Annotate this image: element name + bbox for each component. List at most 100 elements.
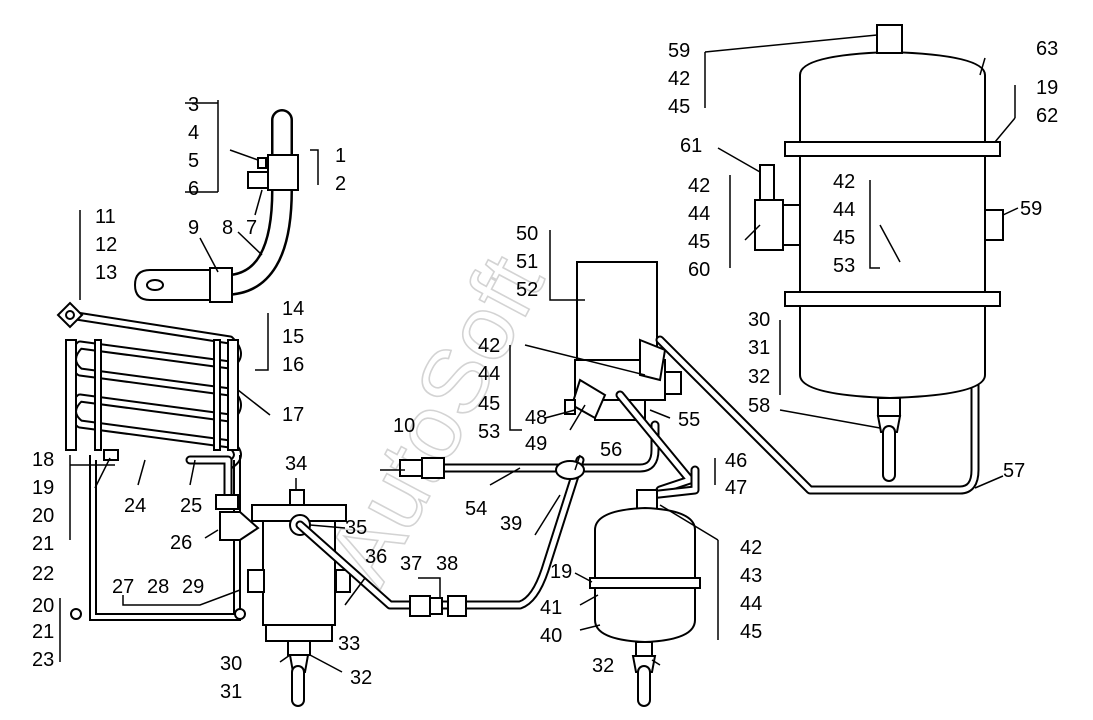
label-33: 33 xyxy=(338,633,360,655)
label-8: 8 xyxy=(222,217,233,239)
main-tank-body xyxy=(799,50,986,400)
label-54: 54 xyxy=(465,498,487,520)
label-32: 32 xyxy=(350,667,372,689)
label-60: 60 xyxy=(688,259,710,281)
label-10: 10 xyxy=(393,415,415,437)
elbow-fitting xyxy=(219,511,260,541)
label-42-top: 42 xyxy=(668,68,690,90)
label-35: 35 xyxy=(345,517,367,539)
label-42-tank: 42 xyxy=(833,171,855,193)
label-51: 51 xyxy=(516,251,538,273)
label-3: 3 xyxy=(188,94,199,116)
auxiliary-tank-body xyxy=(594,506,696,644)
auxiliary-tank xyxy=(589,506,701,707)
label-23: 23 xyxy=(32,649,54,671)
label-44-tank: 44 xyxy=(833,199,855,221)
label-29: 29 xyxy=(182,576,204,598)
label-19-top-right: 19 xyxy=(1036,77,1058,99)
label-31: 31 xyxy=(220,681,242,703)
pipe-union-38 xyxy=(447,595,467,617)
label-63: 63 xyxy=(1036,38,1058,60)
intake-pipe-assembly xyxy=(133,109,299,303)
label-39: 39 xyxy=(500,513,522,535)
label-25: 25 xyxy=(180,495,202,517)
label-12: 12 xyxy=(95,234,117,256)
label-30: 30 xyxy=(220,653,242,675)
part-labels: 1 2 3 4 5 6 7 8 9 10 11 12 13 14 15 16 1… xyxy=(32,38,1058,703)
label-58: 58 xyxy=(748,395,770,417)
label-42-valve: 42 xyxy=(688,175,710,197)
label-62: 62 xyxy=(1036,105,1058,127)
pipe-union-37 xyxy=(409,595,431,617)
label-45-top: 45 xyxy=(668,96,690,118)
lower-tank-strap xyxy=(784,291,1001,307)
label-61: 61 xyxy=(680,135,702,157)
label-53-tank: 53 xyxy=(833,255,855,277)
label-15: 15 xyxy=(282,326,304,348)
label-16: 16 xyxy=(282,354,304,376)
label-41: 41 xyxy=(540,597,562,619)
label-45: 45 xyxy=(478,393,500,415)
tank-side-plug xyxy=(984,209,1004,241)
label-45-aux: 45 xyxy=(740,621,762,643)
hose-end xyxy=(133,269,211,301)
label-4: 4 xyxy=(188,122,199,144)
label-2: 2 xyxy=(335,173,346,195)
label-55: 55 xyxy=(678,409,700,431)
label-26: 26 xyxy=(170,532,192,554)
label-30-main-tank: 30 xyxy=(748,309,770,331)
label-21-bottom: 21 xyxy=(32,621,54,643)
label-38: 38 xyxy=(436,553,458,575)
label-28: 28 xyxy=(147,576,169,598)
main-air-tank xyxy=(754,24,1004,482)
label-59: 59 xyxy=(668,40,690,62)
cooling-coil xyxy=(56,301,242,470)
label-47: 47 xyxy=(725,477,747,499)
label-7: 7 xyxy=(246,217,257,239)
label-20: 20 xyxy=(32,505,54,527)
leader-lines xyxy=(59,34,1019,673)
label-34: 34 xyxy=(285,453,307,475)
label-42-aux: 42 xyxy=(740,537,762,559)
label-56: 56 xyxy=(600,439,622,461)
label-49: 49 xyxy=(525,433,547,455)
label-44-aux: 44 xyxy=(740,593,762,615)
label-27: 27 xyxy=(112,576,134,598)
fitting-10 xyxy=(399,459,423,477)
label-21: 21 xyxy=(32,533,54,555)
label-52: 52 xyxy=(516,279,538,301)
label-53: 53 xyxy=(478,421,500,443)
label-45-valve: 45 xyxy=(688,231,710,253)
label-50: 50 xyxy=(516,223,538,245)
label-32-main-tank: 32 xyxy=(748,366,770,388)
label-19: 19 xyxy=(32,477,54,499)
label-20-bottom: 20 xyxy=(32,595,54,617)
label-19-aux-tank: 19 xyxy=(550,561,572,583)
label-44: 44 xyxy=(478,363,500,385)
label-14: 14 xyxy=(282,298,304,320)
coil-bracket xyxy=(70,449,260,621)
label-24: 24 xyxy=(124,495,146,517)
label-42: 42 xyxy=(478,335,500,357)
label-5: 5 xyxy=(188,150,199,172)
label-44-valve: 44 xyxy=(688,203,710,225)
label-32-aux-tank: 32 xyxy=(592,655,614,677)
upper-tank-strap xyxy=(784,141,1001,157)
label-46: 46 xyxy=(725,450,747,472)
label-59-side: 59 xyxy=(1020,198,1042,220)
label-18: 18 xyxy=(32,449,54,471)
label-6: 6 xyxy=(188,178,199,200)
label-9: 9 xyxy=(188,217,199,239)
label-45-tank: 45 xyxy=(833,227,855,249)
label-40: 40 xyxy=(540,625,562,647)
label-43: 43 xyxy=(740,565,762,587)
label-13: 13 xyxy=(95,262,117,284)
air-dryer xyxy=(564,261,682,421)
label-37: 37 xyxy=(400,553,422,575)
label-1: 1 xyxy=(335,145,346,167)
hose-clamp xyxy=(209,267,233,303)
label-48: 48 xyxy=(525,407,547,429)
label-22: 22 xyxy=(32,563,54,585)
